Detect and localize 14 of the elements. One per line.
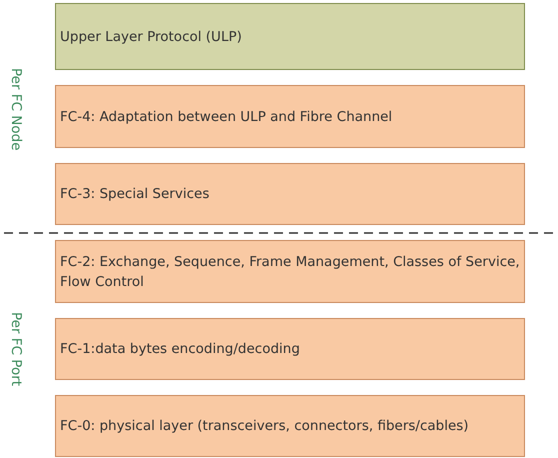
layer-name: FC-1:data bytes encoding/decoding xyxy=(60,340,300,359)
layer-name: FC-2: Exchange, Sequence, Frame Management, Classes of Service, Flow Control xyxy=(60,252,520,292)
layer-box xyxy=(55,395,525,457)
layer-box xyxy=(55,85,525,148)
layer-name: FC-4: Adaptation between ULP and Fibre Channel xyxy=(60,108,392,126)
layer-box xyxy=(55,318,525,380)
side-label: Per FC Port xyxy=(8,312,24,386)
layer-box xyxy=(55,3,525,70)
layer-name: FC-3: Special Services xyxy=(60,185,210,204)
layer-box xyxy=(55,240,525,303)
side-label: Per FC Node xyxy=(8,68,24,151)
layer-name: Upper Layer Protocol (ULP) xyxy=(60,28,242,46)
layer-name: FC-0: physical layer (transceivers, connectors, fibers/cables) xyxy=(60,417,469,436)
layer-box xyxy=(55,163,525,225)
